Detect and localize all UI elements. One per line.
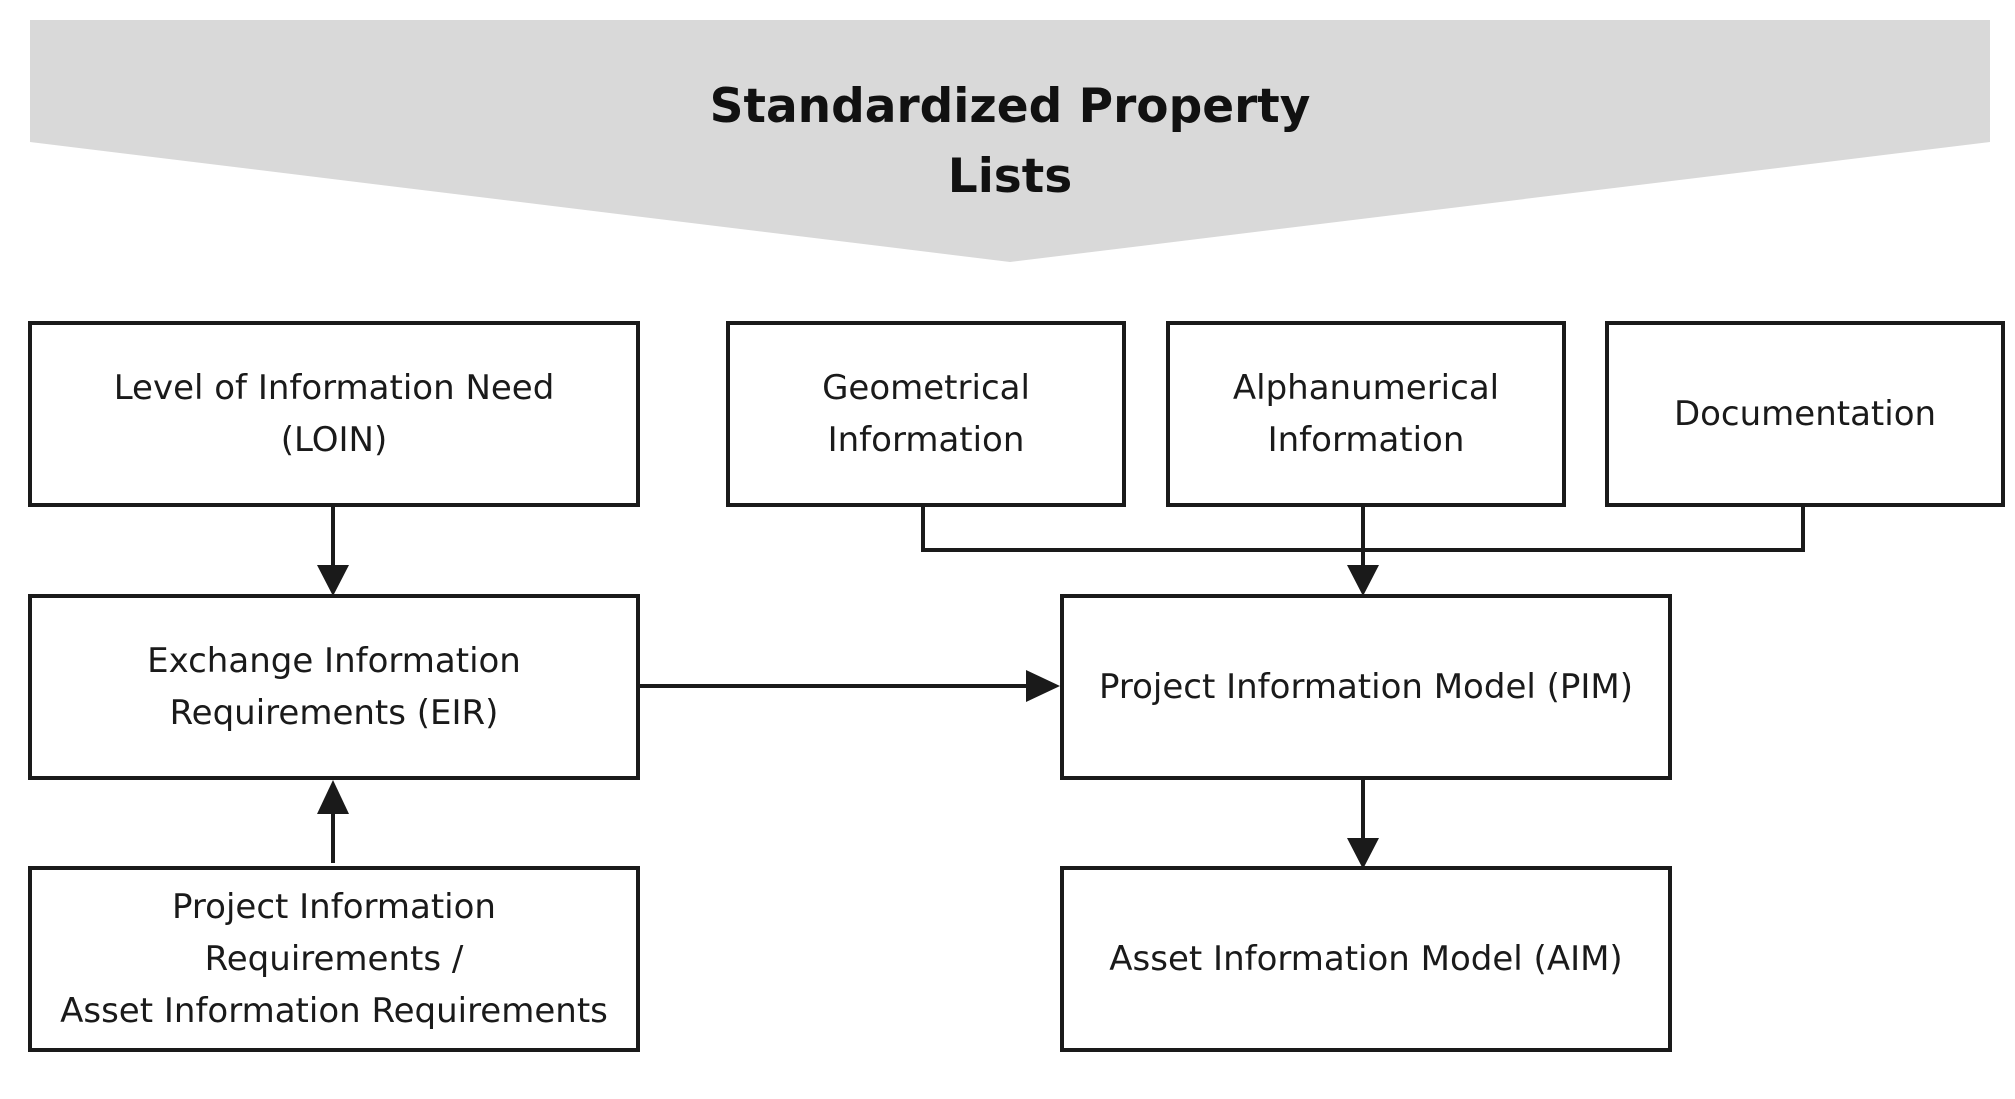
box-alphanumerical-information: Alphanumerical Information: [1166, 321, 1566, 507]
box-alphanumerical-line-2: Information: [1267, 420, 1465, 460]
banner-arrow-shape: [30, 20, 1990, 262]
arrowhead-into-pim-top: [1347, 565, 1379, 596]
box-loin-line-2: (LOIN): [280, 420, 388, 460]
box-pir-air: Project Information Requirements / Asset…: [28, 866, 640, 1052]
box-documentation: Documentation: [1605, 321, 2005, 507]
box-geometrical-line-1: Geometrical: [822, 368, 1030, 408]
box-loin: Level of Information Need (LOIN): [28, 321, 640, 507]
box-aim-line-1: Asset Information Model (AIM): [1109, 939, 1623, 979]
box-eir-line-2: Requirements (EIR): [169, 693, 499, 733]
banner-title-line-1: Standardized Property: [709, 79, 1311, 134]
box-geometrical-information: Geometrical Information: [726, 321, 1126, 507]
box-eir: Exchange Information Requirements (EIR): [28, 594, 640, 780]
banner-title-line-2: Lists: [947, 149, 1073, 204]
box-pir-air-line-2: Requirements /: [204, 939, 464, 979]
arrowhead-into-eir-bottom: [317, 780, 349, 814]
box-alphanumerical-line-1: Alphanumerical: [1232, 368, 1500, 408]
box-pir-air-line-3: Asset Information Requirements: [60, 991, 608, 1031]
arrowhead-into-aim-top: [1347, 838, 1379, 869]
box-pir-air-line-1: Project Information: [172, 887, 496, 927]
box-geometrical-line-2: Information: [827, 420, 1025, 460]
box-pim: Project Information Model (PIM): [1060, 594, 1672, 780]
box-eir-line-1: Exchange Information: [147, 641, 521, 681]
box-documentation-line-1: Documentation: [1673, 394, 1937, 434]
box-loin-line-1: Level of Information Need: [113, 368, 555, 408]
box-aim: Asset Information Model (AIM): [1060, 866, 1672, 1052]
arrowhead-into-eir-top: [317, 565, 349, 596]
arrowhead-into-pim-left: [1026, 670, 1060, 702]
banner-title: Standardized Property Lists: [560, 72, 1460, 212]
box-pim-line-1: Project Information Model (PIM): [1098, 667, 1634, 707]
